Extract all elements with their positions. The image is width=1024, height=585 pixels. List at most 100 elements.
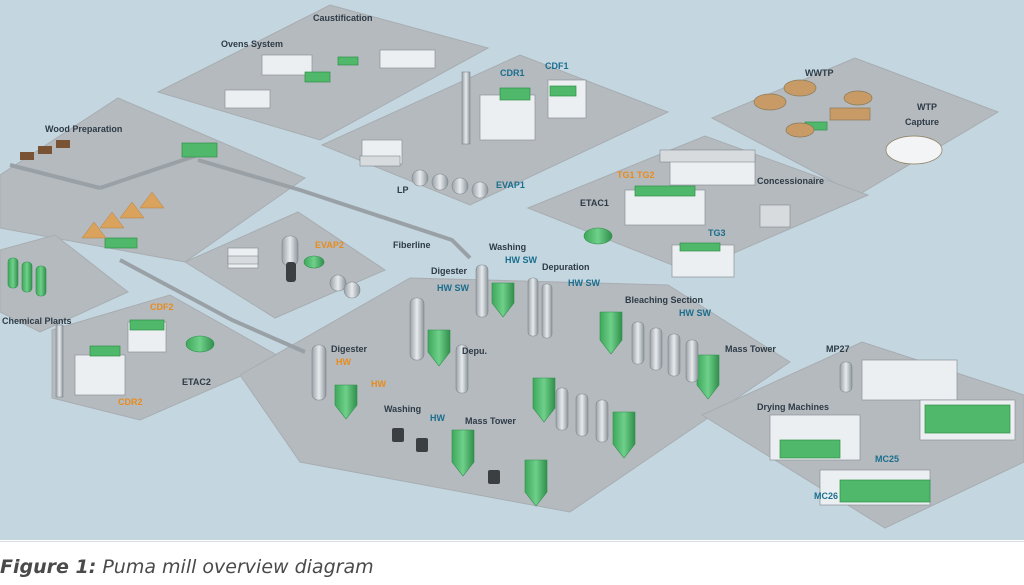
label-mass-tower-right: Mass Tower [725, 344, 776, 354]
platform-wood [0, 97, 307, 263]
label-cdr1: CDR1 [500, 68, 525, 78]
digester [409, 297, 425, 361]
label-wwtp: WWTP [805, 68, 834, 78]
tank [411, 169, 429, 187]
log-stack [38, 146, 52, 154]
tank [329, 274, 347, 292]
tower [455, 344, 469, 394]
building [479, 94, 536, 141]
green-roof [549, 85, 577, 97]
clarifier [785, 122, 815, 138]
tower [541, 283, 553, 339]
label-tg3: TG3 [708, 228, 726, 238]
label-bleaching-section: Bleaching Section [625, 295, 704, 305]
building [74, 354, 126, 396]
platform-wwtp [710, 57, 1000, 196]
chip-pile [81, 221, 107, 239]
label-tg1-tg2: TG1 TG2 [617, 170, 655, 180]
green-silos [7, 227, 720, 507]
green-roof [924, 404, 1011, 434]
label-washing-top-hw-sw: HW SW [505, 255, 537, 265]
label-etac1: ETAC1 [580, 198, 609, 208]
label-cdr2: CDR2 [118, 397, 143, 407]
pump-units [286, 262, 500, 484]
bleaching-tower [631, 321, 645, 365]
silo [427, 329, 451, 367]
label-mc26: MC26 [814, 491, 839, 501]
label-mass-tower-bottom: Mass Tower [465, 416, 516, 426]
label-mp27: MP27 [826, 344, 850, 354]
bleaching-tower [595, 399, 609, 443]
label-digester-top-hw-sw: HW SW [437, 283, 469, 293]
label-evap1: EVAP1 [496, 180, 525, 190]
building [261, 54, 313, 76]
tank [451, 177, 469, 195]
label-lp: LP [397, 185, 409, 195]
caption-text: Puma mill overview diagram [96, 556, 374, 578]
aeration-basin [829, 107, 871, 121]
green-roof [337, 56, 359, 66]
label-chemical-plants: Chemical Plants [2, 316, 72, 326]
label-washing-bottom: Washing [384, 404, 422, 414]
cooling-tower [359, 155, 401, 167]
green-roof [181, 142, 218, 158]
bleaching-tower [575, 393, 589, 437]
silo [599, 311, 623, 355]
log-stacks [20, 140, 70, 160]
clarifier [753, 93, 787, 111]
cooling-tower [659, 149, 756, 163]
building [379, 49, 436, 69]
tank [185, 335, 215, 353]
tank [471, 181, 489, 199]
chip-pile [119, 201, 145, 219]
silo [612, 411, 636, 459]
silo [334, 384, 358, 420]
chip-piles [81, 191, 165, 239]
pipe-rack-top [197, 158, 472, 260]
stack [55, 324, 64, 398]
bleaching-tower [555, 387, 569, 431]
diagram-canvas [0, 0, 1024, 540]
green-roof [129, 319, 165, 331]
silo [524, 459, 548, 507]
chip-pile [99, 211, 125, 229]
pump-unit [416, 438, 428, 452]
building [224, 89, 271, 109]
label-concessionaire: Concessionaire [757, 176, 825, 186]
tank [281, 235, 299, 267]
log-stack [56, 140, 70, 148]
label-hw-orange: HW [371, 379, 386, 389]
log-stack [20, 152, 34, 160]
silo [7, 257, 19, 289]
figure-caption: Figure 1: Puma mill overview diagram [0, 556, 374, 578]
label-cdf2: CDF2 [150, 302, 174, 312]
digester [311, 344, 327, 401]
cooling-towers [227, 149, 791, 265]
label-digester-top: Digester [431, 266, 468, 276]
label-digester-bottom: Digester [331, 344, 368, 354]
conveyor-logs [9, 163, 101, 190]
label-etac2: ETAC2 [182, 377, 211, 387]
building [861, 359, 958, 401]
caption-prefix: Figure 1: [0, 556, 97, 578]
label-digester-bottom-hw: HW [336, 357, 351, 367]
label-depuration-hw-sw: HW SW [568, 278, 600, 288]
stack [461, 71, 471, 145]
clarifier [783, 79, 817, 97]
tank [583, 227, 613, 245]
clarifier [843, 90, 873, 106]
silo [35, 265, 47, 297]
label-wtp: WTP [917, 102, 937, 112]
green-roof [104, 237, 138, 249]
chip-pile [139, 191, 165, 209]
bleaching-tower [649, 327, 663, 371]
pump-unit [286, 262, 296, 282]
platform-chemical [0, 234, 129, 333]
tank [343, 281, 361, 299]
tower [527, 277, 539, 337]
silo [532, 377, 556, 423]
green-roof [499, 87, 531, 101]
label-depu: Depu. [462, 346, 488, 356]
bleaching-tower [685, 339, 699, 383]
pipe-racks [9, 153, 472, 354]
